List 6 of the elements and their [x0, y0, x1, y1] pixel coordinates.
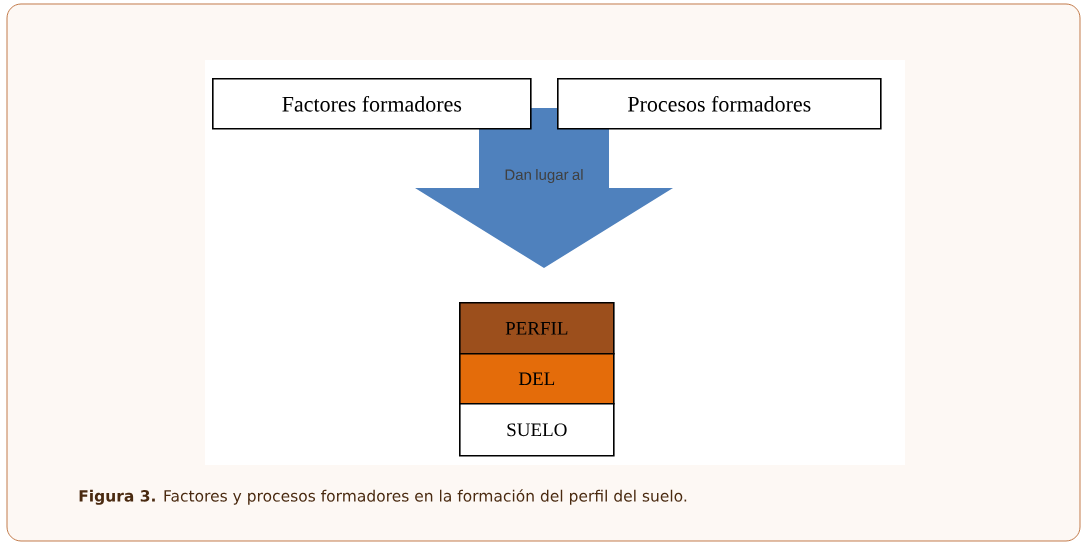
process-box: Factores formadores [212, 78, 532, 130]
soil-layer-box: DEL [459, 353, 615, 405]
process-box: Procesos formadores [557, 78, 882, 130]
soil-layer-box: PERFIL [459, 302, 615, 355]
soil-layer-box: SUELO [459, 403, 615, 457]
caption: Figura 3. Factores y procesos formadores en la formación del perfil del suelo. [79, 489, 687, 505]
